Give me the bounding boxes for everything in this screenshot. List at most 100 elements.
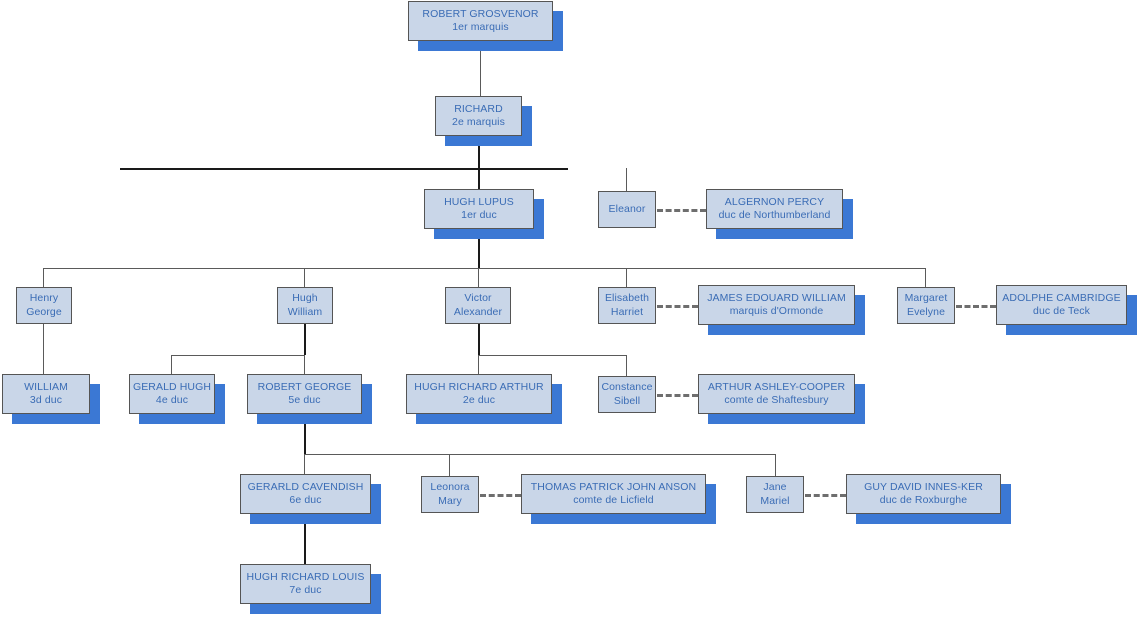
node-title: 1er marquis — [452, 21, 509, 33]
connector-robert-george-bar — [304, 454, 775, 455]
connector-drop-constance-sibell — [626, 355, 627, 377]
node-name: HUGH RICHARD ARTHUR — [414, 380, 544, 393]
connector-hugh-william-bar — [171, 355, 305, 356]
node-eleanor[interactable]: Eleanor — [598, 191, 656, 228]
node-title: comte de Licfield — [573, 494, 654, 506]
marriage-link-constance-arthur — [657, 394, 698, 397]
node-name: GUY DAVID INNES-KER — [864, 480, 983, 493]
connector-hugh-william-down — [304, 324, 306, 355]
node-title: 2e marquis — [452, 116, 505, 128]
node-name: Eleanor — [608, 202, 646, 215]
node-name: Henry — [29, 292, 59, 305]
node-name: Constance — [601, 381, 653, 394]
node-title: 7e duc — [289, 584, 322, 596]
node-title: Mariel — [760, 494, 790, 507]
node-title: comte de Shaftesbury — [724, 394, 829, 406]
node-name: GERARLD CAVENDISH — [247, 480, 364, 493]
connector-robert-to-richard — [480, 41, 481, 96]
connector-victor-alexander-down — [478, 324, 480, 355]
node-title: George — [26, 305, 62, 318]
connector-victor-bar — [478, 355, 627, 356]
node-title: Sibell — [613, 394, 641, 407]
connector-children-bar — [43, 268, 925, 269]
node-name: RICHARD — [454, 102, 503, 115]
node-name: ROBERT GROSVENOR — [422, 7, 539, 20]
marriage-link-margaret-adolphe — [956, 305, 996, 308]
connector-drop-elisabeth-harriet — [626, 268, 627, 288]
node-name: WILLIAM — [24, 380, 68, 393]
connector-henry-george-down — [43, 324, 44, 375]
connector-drop-margaret-evelyne — [925, 268, 926, 288]
node-title: Harriet — [610, 305, 644, 318]
node-name: GERALD HUGH — [132, 380, 212, 393]
node-name: ROBERT GEORGE — [257, 380, 352, 393]
connector-richard-sibling-bar — [120, 168, 568, 170]
node-name: Margaret — [904, 292, 948, 305]
node-title: William — [287, 305, 323, 318]
node-title: duc de Northumberland — [718, 209, 831, 221]
node-title: 4e duc — [155, 394, 189, 406]
connector-drop-henry-george — [43, 268, 44, 288]
node-name: Elisabeth — [604, 292, 650, 305]
node-name: HUGH RICHARD LOUIS — [246, 570, 365, 583]
connector-drop-leonora-mary — [449, 454, 450, 476]
node-title: 6e duc — [289, 494, 322, 506]
node-name: THOMAS PATRICK JOHN ANSON — [530, 480, 697, 493]
connector-richard-down — [478, 136, 480, 170]
node-title: duc de Teck — [1033, 305, 1090, 317]
node-name: ARTHUR ASHLEY-COOPER — [707, 380, 846, 393]
node-title: 3d duc — [29, 394, 63, 406]
marriage-link-jane-guy — [805, 494, 846, 497]
node-title: Evelyne — [906, 305, 946, 318]
marriage-link-eleanor-algernon — [657, 209, 706, 212]
connector-drop-gerarld-cavendish — [304, 454, 305, 474]
node-name: HUGH LUPUS — [444, 195, 514, 208]
connector-eleanor-drop — [626, 168, 627, 192]
connector-robert-george-down — [304, 414, 306, 454]
node-name: Leonora — [430, 481, 470, 494]
node-name: Jane — [763, 481, 787, 494]
connector-drop-gerald-hugh — [171, 355, 172, 375]
connector-hugh-lupus-drop — [478, 168, 480, 190]
node-name: Victor — [464, 292, 492, 305]
node-title: 5e duc — [288, 394, 321, 406]
node-title: 1er duc — [461, 209, 497, 221]
connector-drop-victor-alexander — [478, 268, 479, 288]
node-title: Mary — [438, 494, 462, 507]
node-name: ALGERNON PERCY — [724, 195, 825, 208]
marriage-link-elisabeth-james — [657, 305, 698, 308]
connector-hugh-lupus-down — [478, 229, 480, 269]
connector-drop-robert-george — [304, 355, 305, 375]
connector-drop-hugh-richard-arthur — [478, 355, 479, 375]
node-title: 2e duc — [462, 394, 496, 406]
node-title: duc de Roxburghe — [879, 494, 968, 506]
marriage-link-leonora-thomas — [480, 494, 521, 497]
node-name: JAMES EDOUARD WILLIAM — [707, 291, 846, 304]
node-title: Alexander — [453, 305, 503, 318]
node-title: marquis d'Ormonde — [729, 305, 824, 317]
